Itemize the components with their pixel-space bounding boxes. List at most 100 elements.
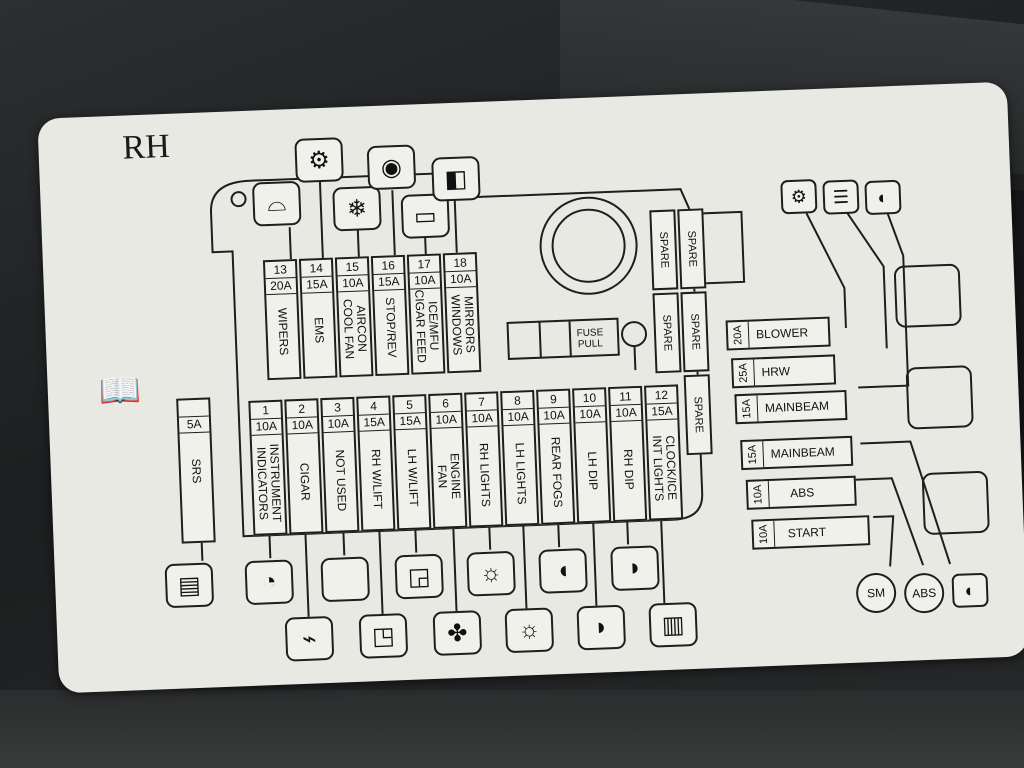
spare-label: SPARE [685,230,699,268]
fuse-rating: 10A [610,403,642,423]
empty-relay-slot [921,470,990,536]
manual-book-icon: 📖 [97,371,142,411]
fuse-rating: 5A [178,415,210,434]
fuse-label: LH DIP [585,451,601,491]
fuse-17[interactable]: 17 10A ICE/MFU CIGAR FEED [406,253,446,375]
fuse-15[interactable]: 15 10A AIRCON COOL FAN [334,256,374,378]
spare-fuse[interactable]: SPARE [649,209,679,291]
relay-label: START [787,524,827,541]
fuse-10[interactable]: 10 10A LH DIP [572,387,612,524]
fuse-label: RH LIGHTS [476,442,494,508]
relay-hrw[interactable]: 25A HRW [731,354,837,389]
mainbeam-icon: ◐ [951,572,989,609]
wiper-icon: ⌓ [251,180,302,227]
dip-beam-icon: ◗ [576,604,627,651]
fuse-16[interactable]: 16 15A STOP/REV [370,254,410,377]
mirror-icon: ◧ [431,155,481,202]
fuse-5[interactable]: 5 15A LH W/LIFT [392,394,432,531]
relay-start[interactable]: 10A START [751,515,871,550]
fuse-box-label: RH ⌓ ⚙ ❄ ◉ ▭ ◧ 13 20A WIPERS 14 15A EMS … [37,81,1024,694]
fuse-label: NOT USED [332,449,350,512]
fuse-18[interactable]: 18 10A MIRRORS WINDOWS [442,252,482,374]
fuse-label: MIRRORS WINDOWS [448,293,478,356]
empty-relay-slot [905,365,974,430]
stop-reverse-icon: ◉ [366,144,417,191]
spare-fuse[interactable]: SPARE [683,374,713,456]
fuse-rating: 15A [301,275,333,294]
fuse-3[interactable]: 3 10A NOT USED [320,396,360,534]
fuse-label: SRS [188,457,204,484]
relay-rating: 10A [747,481,770,508]
spare-fuse[interactable]: SPARE [680,291,710,373]
blower-icon: ⚙ [780,178,818,215]
background-lower-edge [0,690,1024,768]
spare-fuse[interactable]: SPARE [652,292,682,374]
fuse-rating: 10A [574,405,606,424]
fuse-rating: 10A [409,271,441,290]
instrument-gauge-icon: ◔ [244,559,295,606]
fuse-11[interactable]: 11 10A RH DIP [608,385,648,523]
side-lights-icon: ☼ [504,607,555,654]
relay-mainbeam-2[interactable]: 15A MAINBEAM [740,435,854,471]
fuse-pull-label: FUSE PULL [576,327,604,351]
fuse-rating: 10A [430,410,462,429]
fuse-label: REAR FOGS [548,436,566,508]
fuse-label: LH W/LIFT [404,448,421,508]
fuse-7[interactable]: 7 10A RH LIGHTS [464,391,504,528]
relay-blower[interactable]: 20A BLOWER [725,316,831,351]
window-lift-icon: ◲ [394,553,444,600]
fuse-rating: 10A [538,406,570,425]
fuse-label: CIGAR [297,462,313,502]
interior-light-icon: ▥ [648,601,699,648]
relay-label: MAINBEAM [770,444,835,461]
relay-rating: 25A [733,359,756,387]
fan-icon: ✤ [432,610,483,656]
empty-relay-slot [893,263,962,329]
spare-label: SPARE [688,313,702,351]
fuse-rating: 10A [502,408,534,427]
cigar-lighter-icon: ⌁ [284,615,335,662]
fuse-9[interactable]: 9 10A REAR FOGS [536,388,576,525]
fuse-label: CLOCK/ICE INT LIGHTS [649,435,680,502]
fuse-label: INSTRUMENT INDICATORS [254,443,284,523]
relay-mainbeam-1[interactable]: 15A MAINBEAM [734,389,848,425]
window-lift-icon: ◳ [358,613,409,659]
fuse-label: RH DIP [620,449,637,491]
fuse-6[interactable]: 6 10A ENGINE FAN [428,392,468,529]
fuse-label: LH LIGHTS [512,442,529,506]
fuse-8[interactable]: 8 10A LH LIGHTS [500,389,540,527]
fuse-label: EMS [311,316,327,344]
fuse-14[interactable]: 14 15A EMS [298,257,338,379]
fuse-1[interactable]: 1 10A INSTRUMENT INDICATORS [248,399,288,536]
fuse-rating: 15A [394,412,426,431]
fuse-rating: 10A [250,417,282,436]
fuse-rating: 15A [358,413,390,432]
fuse-rating: 10A [286,416,318,435]
fuse-rating: 10A [445,270,477,289]
not-used-blank-icon [320,556,371,603]
rear-fog-icon: ◖ [538,548,588,594]
fuse-rating: 10A [466,409,498,428]
relay-abs[interactable]: 10A ABS [745,475,857,510]
fuse-rating: 15A [373,272,405,292]
fuse-label: ICE/MFU CIGAR FEED [412,288,442,363]
rear-heater-icon: ☰ [822,179,860,215]
fuse-label: AIRCON COOL FAN [340,298,370,359]
spare-fuse[interactable]: SPARE [677,208,707,290]
fuse-srs[interactable]: 5A SRS [176,397,216,544]
fuse-2[interactable]: 2 10A CIGAR [284,398,324,535]
side-title: RH [121,127,171,167]
fuse-13[interactable]: 13 20A WIPERS [262,258,302,381]
fuse-rating: 10A [337,274,369,293]
relay-rating: 15A [742,441,765,468]
fuse-label: WIPERS [275,307,292,356]
relay-label: MAINBEAM [764,398,830,416]
fuse-label: STOP/REV [382,296,400,358]
relay-rating: 15A [736,395,759,423]
fuse-rating: 20A [265,277,297,296]
spare-label: SPARE [657,231,671,269]
relay-label: ABS [789,485,815,501]
side-lights-icon: ☼ [466,550,516,597]
fuse-4[interactable]: 4 15A RH W/LIFT [356,395,396,532]
fuse-12[interactable]: 12 15A CLOCK/ICE INT LIGHTS [644,384,684,521]
